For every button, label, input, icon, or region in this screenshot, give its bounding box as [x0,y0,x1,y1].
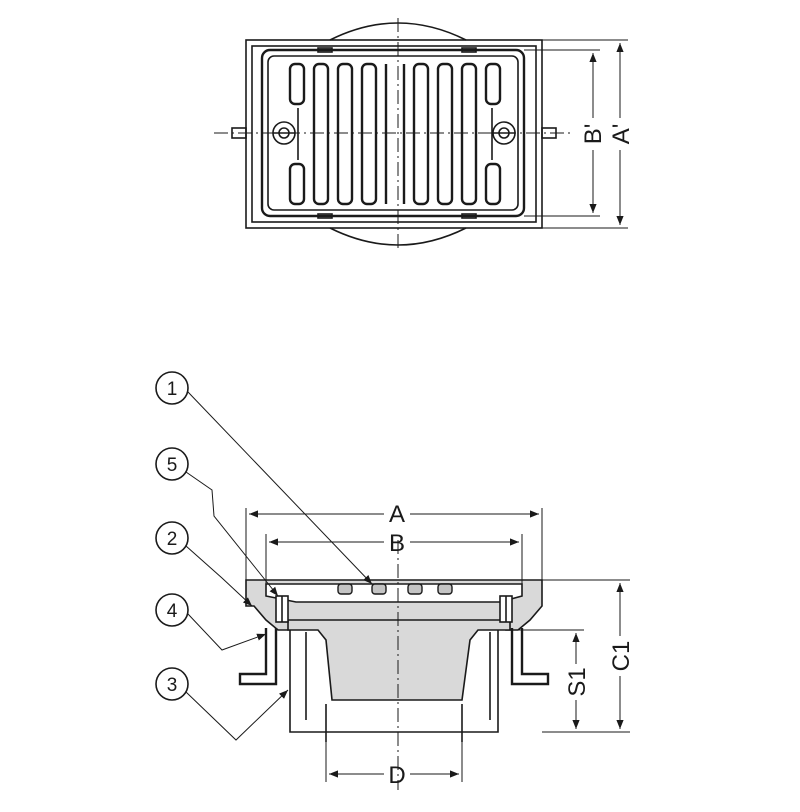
section-view: A B C1 S1 D [238,501,635,790]
ext-lines-c1 [542,579,630,733]
callout-1: 1 [155,371,373,585]
ext-lines-a-section [245,508,543,580]
svg-text:1: 1 [167,379,178,400]
ext-lines-b-section [265,534,523,584]
top-view: B' A' [214,18,635,252]
ext-lines-b [524,49,600,217]
dim-a-label: A [389,501,405,528]
dim-b-prime-label: B' [580,124,607,145]
bolt-section-left [275,595,289,623]
callout-5: 5 [155,447,279,597]
callout-3: 3 [155,667,289,741]
pipe-outer [289,630,499,733]
svg-text:3: 3 [167,675,178,696]
grating-bar-sections [337,583,453,595]
tab [461,47,477,53]
anchor-right [510,628,550,686]
callout-4: 4 [155,593,267,651]
callouts: 1 5 2 4 3 [155,371,373,741]
inner-body-section [287,619,511,701]
svg-text:4: 4 [167,601,178,622]
tab [317,213,333,219]
outer-frame-inner-edge [251,45,537,223]
ext-lines-a [542,39,628,229]
body-walls [305,632,491,720]
dim-s1-label: S1 [564,667,591,696]
anchor-left [238,628,278,686]
ext-lines-d [325,742,463,782]
callout-2: 2 [155,521,253,607]
svg-text:2: 2 [167,529,178,550]
dim-d-label: D [388,762,405,789]
dim-c1-label: C1 [608,641,635,672]
grating-section [265,583,523,603]
bolt-section-right [499,595,513,623]
tab [317,47,333,53]
dim-b-label: B [389,530,405,557]
svg-text:5: 5 [167,455,178,476]
tab [461,213,477,219]
dim-a-prime-label: A' [608,124,635,145]
grating-bars [288,62,502,206]
pipe-inner [325,704,463,742]
